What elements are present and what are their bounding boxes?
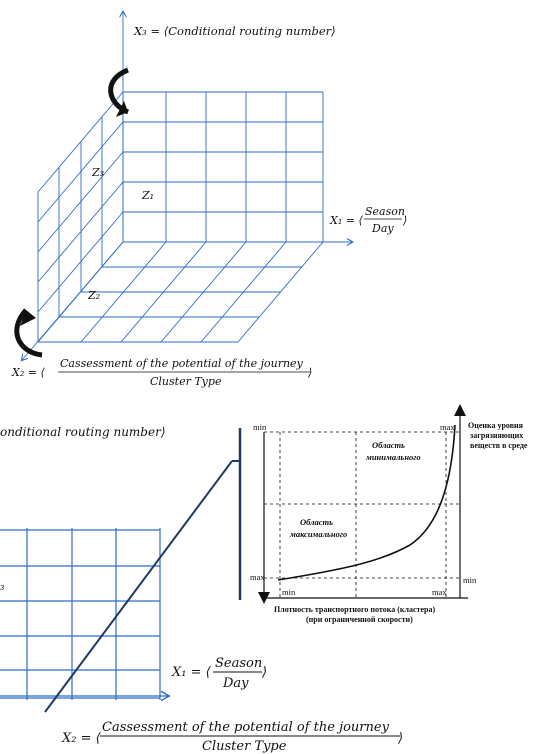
bottom-grid [0, 528, 168, 700]
x2-label-bottom: X₂ = ⟨ Cassessment of the potential of t… [61, 720, 403, 754]
y-label-line2: загрязняющих [470, 431, 523, 440]
svg-text:Cluster Type: Cluster Type [202, 739, 287, 754]
top-3d-grid [22, 12, 352, 360]
max-x-right: max [432, 587, 447, 597]
rotation-arrow-top [108, 67, 130, 117]
svg-text:Day: Day [371, 222, 394, 235]
x1-label-top: X₁ = ⟨ Season Day ⟩ [329, 205, 407, 235]
svg-text:Cassessment of the potential o: Cassessment of the potential of the jour… [60, 357, 304, 370]
region-min-line1: Область [372, 440, 405, 450]
svg-text:⟩: ⟩ [261, 665, 267, 680]
x-label-line2: (при ограниченной скорости) [306, 615, 413, 624]
z3-label: Z₃ [91, 166, 104, 179]
z2-label: Z₂ [87, 289, 100, 302]
max-top-right: max [440, 422, 455, 432]
svg-text:⟩: ⟩ [397, 731, 403, 746]
z3-partial-label: ₃ [0, 580, 4, 593]
min-bottom-right: min [463, 575, 477, 585]
x3-label-partial: onditional routing number⟩ [0, 425, 166, 439]
inset-chart: min max max min min max Область минималь… [250, 404, 528, 624]
svg-text:⟩: ⟩ [402, 214, 407, 227]
x-label-line1: Плотность транспортного потока (кластера… [274, 605, 435, 614]
floor-grid [38, 241, 324, 343]
x2-axis-top [22, 241, 124, 360]
svg-text:Season: Season [365, 205, 405, 218]
svg-text:X₂ = ⟨: X₂ = ⟨ [11, 366, 45, 379]
svg-text:Cluster Type: Cluster Type [150, 375, 222, 388]
z1-label: Z₁ [141, 189, 154, 202]
min-x-left: min [282, 587, 296, 597]
region-max-line1: Область [300, 517, 333, 527]
svg-text:Season: Season [215, 656, 262, 671]
side-wall-grid [37, 91, 124, 343]
back-wall-grid [122, 91, 324, 243]
max-bottom-left: max [250, 572, 265, 582]
x2-label-top: X₂ = ⟨ Cassessment of the potential of t… [11, 357, 312, 388]
connector-line [44, 460, 233, 713]
x1-label-bottom: X₁ = ⟨ Season Day ⟩ [171, 656, 267, 691]
y-label-line1: Оценка уровня [468, 421, 524, 430]
svg-text:Cassessment of the potential o: Cassessment of the potential of the jour… [102, 720, 390, 735]
svg-text:X₁ = ⟨: X₁ = ⟨ [329, 214, 363, 227]
svg-text:⟩: ⟩ [307, 366, 312, 379]
min-top-left: min [253, 422, 267, 432]
y-label-line3: веществ в среде [470, 441, 528, 450]
density-pollution-curve [277, 424, 456, 581]
svg-text:X₁ = ⟨: X₁ = ⟨ [171, 665, 212, 680]
svg-text:Day: Day [222, 676, 249, 691]
rotation-arrow-bottom [14, 308, 43, 358]
region-min-line2: минимального [365, 452, 421, 462]
region-max-line2: максимального [289, 529, 347, 539]
x3-label: X₃ = ⟨Conditional routing number⟩ [133, 24, 336, 38]
svg-text:X₂ = ⟨: X₂ = ⟨ [61, 731, 102, 746]
